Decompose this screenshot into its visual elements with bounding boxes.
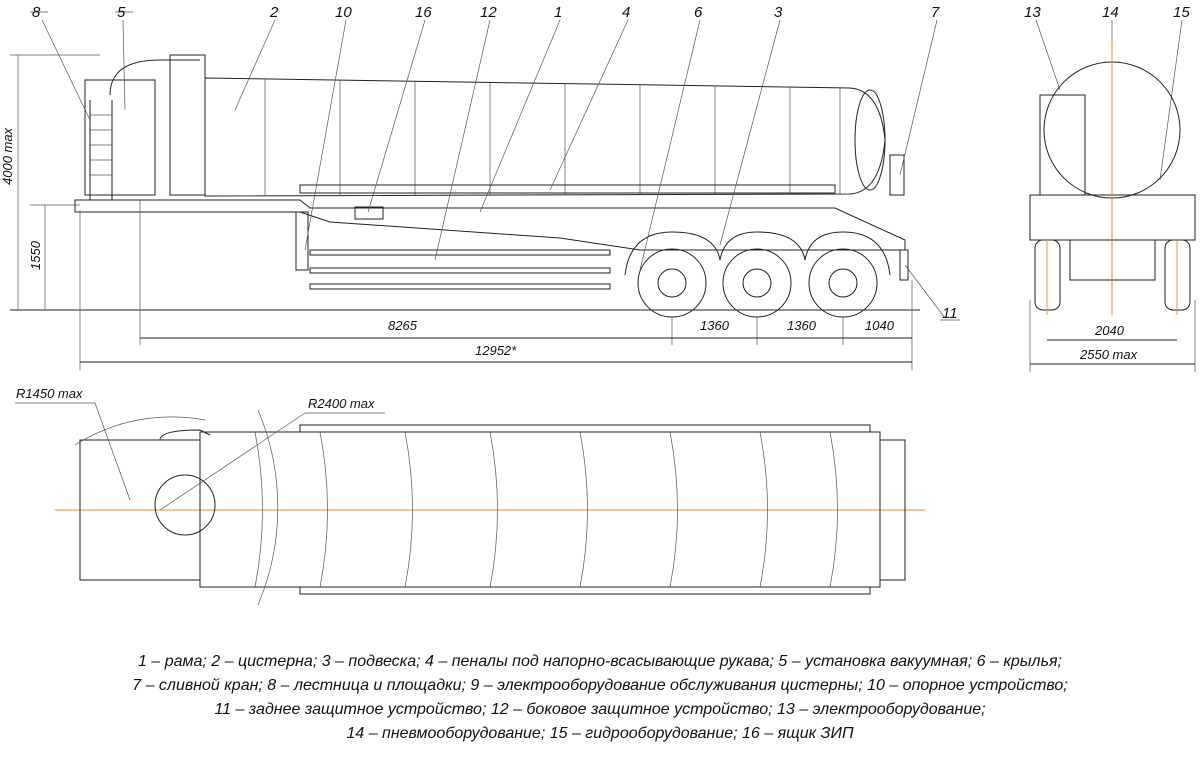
- dim-width-max: 2550 max: [1079, 347, 1138, 362]
- callout-4: 4: [622, 4, 630, 21]
- dim-kingpin-to-axle: 8265: [388, 318, 418, 333]
- dim-rear-overhang: 1040: [865, 318, 895, 333]
- landing-gear: [295, 211, 309, 271]
- rear-wheel-left: [1034, 239, 1061, 311]
- top-walkway-right: [299, 586, 871, 595]
- dim-overall-length: 12952*: [475, 343, 517, 358]
- top-vacuum-hatch: [154, 474, 216, 536]
- drain-valve: [889, 154, 905, 196]
- callout-7: 7: [931, 4, 940, 21]
- vacuum-pipe: [109, 59, 200, 96]
- wheels: [624, 231, 891, 318]
- legend-line: 7 – сливной кран; 8 – лестница и площадк…: [132, 677, 1068, 694]
- rear-wheel-right: [1164, 239, 1191, 311]
- rear-frame: [1029, 194, 1196, 241]
- rear-axle-group: [1069, 239, 1156, 281]
- vacuum-unit: [169, 54, 206, 196]
- callout-8: 8: [32, 4, 41, 21]
- callouts: 8 5 2 10 16 12 1 4 6 3 7 11 13 14 15: [30, 4, 1190, 322]
- rear-view: 2040 2550 max: [1029, 40, 1196, 372]
- dim-axle-spacing-2: 1360: [787, 318, 817, 333]
- dim-axle-spacing-1: 1360: [700, 318, 730, 333]
- callout-11: 11: [942, 305, 958, 322]
- side-guard: [309, 249, 611, 290]
- top-front-rim: [159, 429, 211, 441]
- legend-line: 14 – пневмооборудование; 15 – гидрообору…: [346, 725, 854, 742]
- tank: [204, 77, 886, 197]
- callout-6: 6: [694, 4, 703, 21]
- top-walkway-left: [299, 424, 871, 433]
- top-tank-bands: [254, 431, 838, 588]
- hose-tube: [299, 184, 836, 194]
- callout-15: 15: [1173, 4, 1190, 21]
- ladder: [89, 100, 113, 200]
- callout-16: 16: [415, 4, 432, 21]
- front-platform: [84, 79, 156, 196]
- dim-height-max: 4000 max: [0, 127, 15, 185]
- side-view: 4000 max 1550 8265 1360 1360 1040 12952*: [0, 54, 920, 370]
- callout-1: 1: [554, 4, 562, 21]
- callout-5: 5: [117, 4, 126, 21]
- top-rear-equipment: [879, 439, 906, 581]
- dimension-lines: [10, 54, 913, 370]
- swing-radius-front: [74, 416, 206, 446]
- dim-frame-height: 1550: [28, 240, 43, 270]
- callout-10: 10: [335, 4, 352, 21]
- legend-line: 11 – заднее защитное устройство; 12 – бо…: [214, 701, 986, 718]
- tool-box: [354, 206, 384, 220]
- dim-radius-front: R1450 max: [16, 386, 83, 401]
- dim-radius-swing: R2400 max: [308, 396, 375, 411]
- legend: 1 – рама; 2 – цистерна; 3 – подвеска; 4 …: [0, 650, 1200, 746]
- legend-line: 1 – рама; 2 – цистерна; 3 – подвеска; 4 …: [138, 653, 1062, 670]
- top-tank: [199, 431, 881, 588]
- rear-underrun-guard: [899, 249, 909, 281]
- swing-radius-arc: [257, 409, 279, 606]
- rear-tank-end: [854, 89, 886, 191]
- dim-track: 2040: [1094, 323, 1125, 338]
- callout-3: 3: [774, 4, 783, 21]
- top-view: R1450 max R2400 max: [15, 386, 925, 606]
- callout-13: 13: [1024, 4, 1041, 21]
- callout-14: 14: [1102, 4, 1119, 21]
- callout-2: 2: [269, 4, 279, 21]
- frame: [74, 199, 906, 251]
- tank-bands: [264, 79, 841, 196]
- callout-12: 12: [480, 4, 497, 21]
